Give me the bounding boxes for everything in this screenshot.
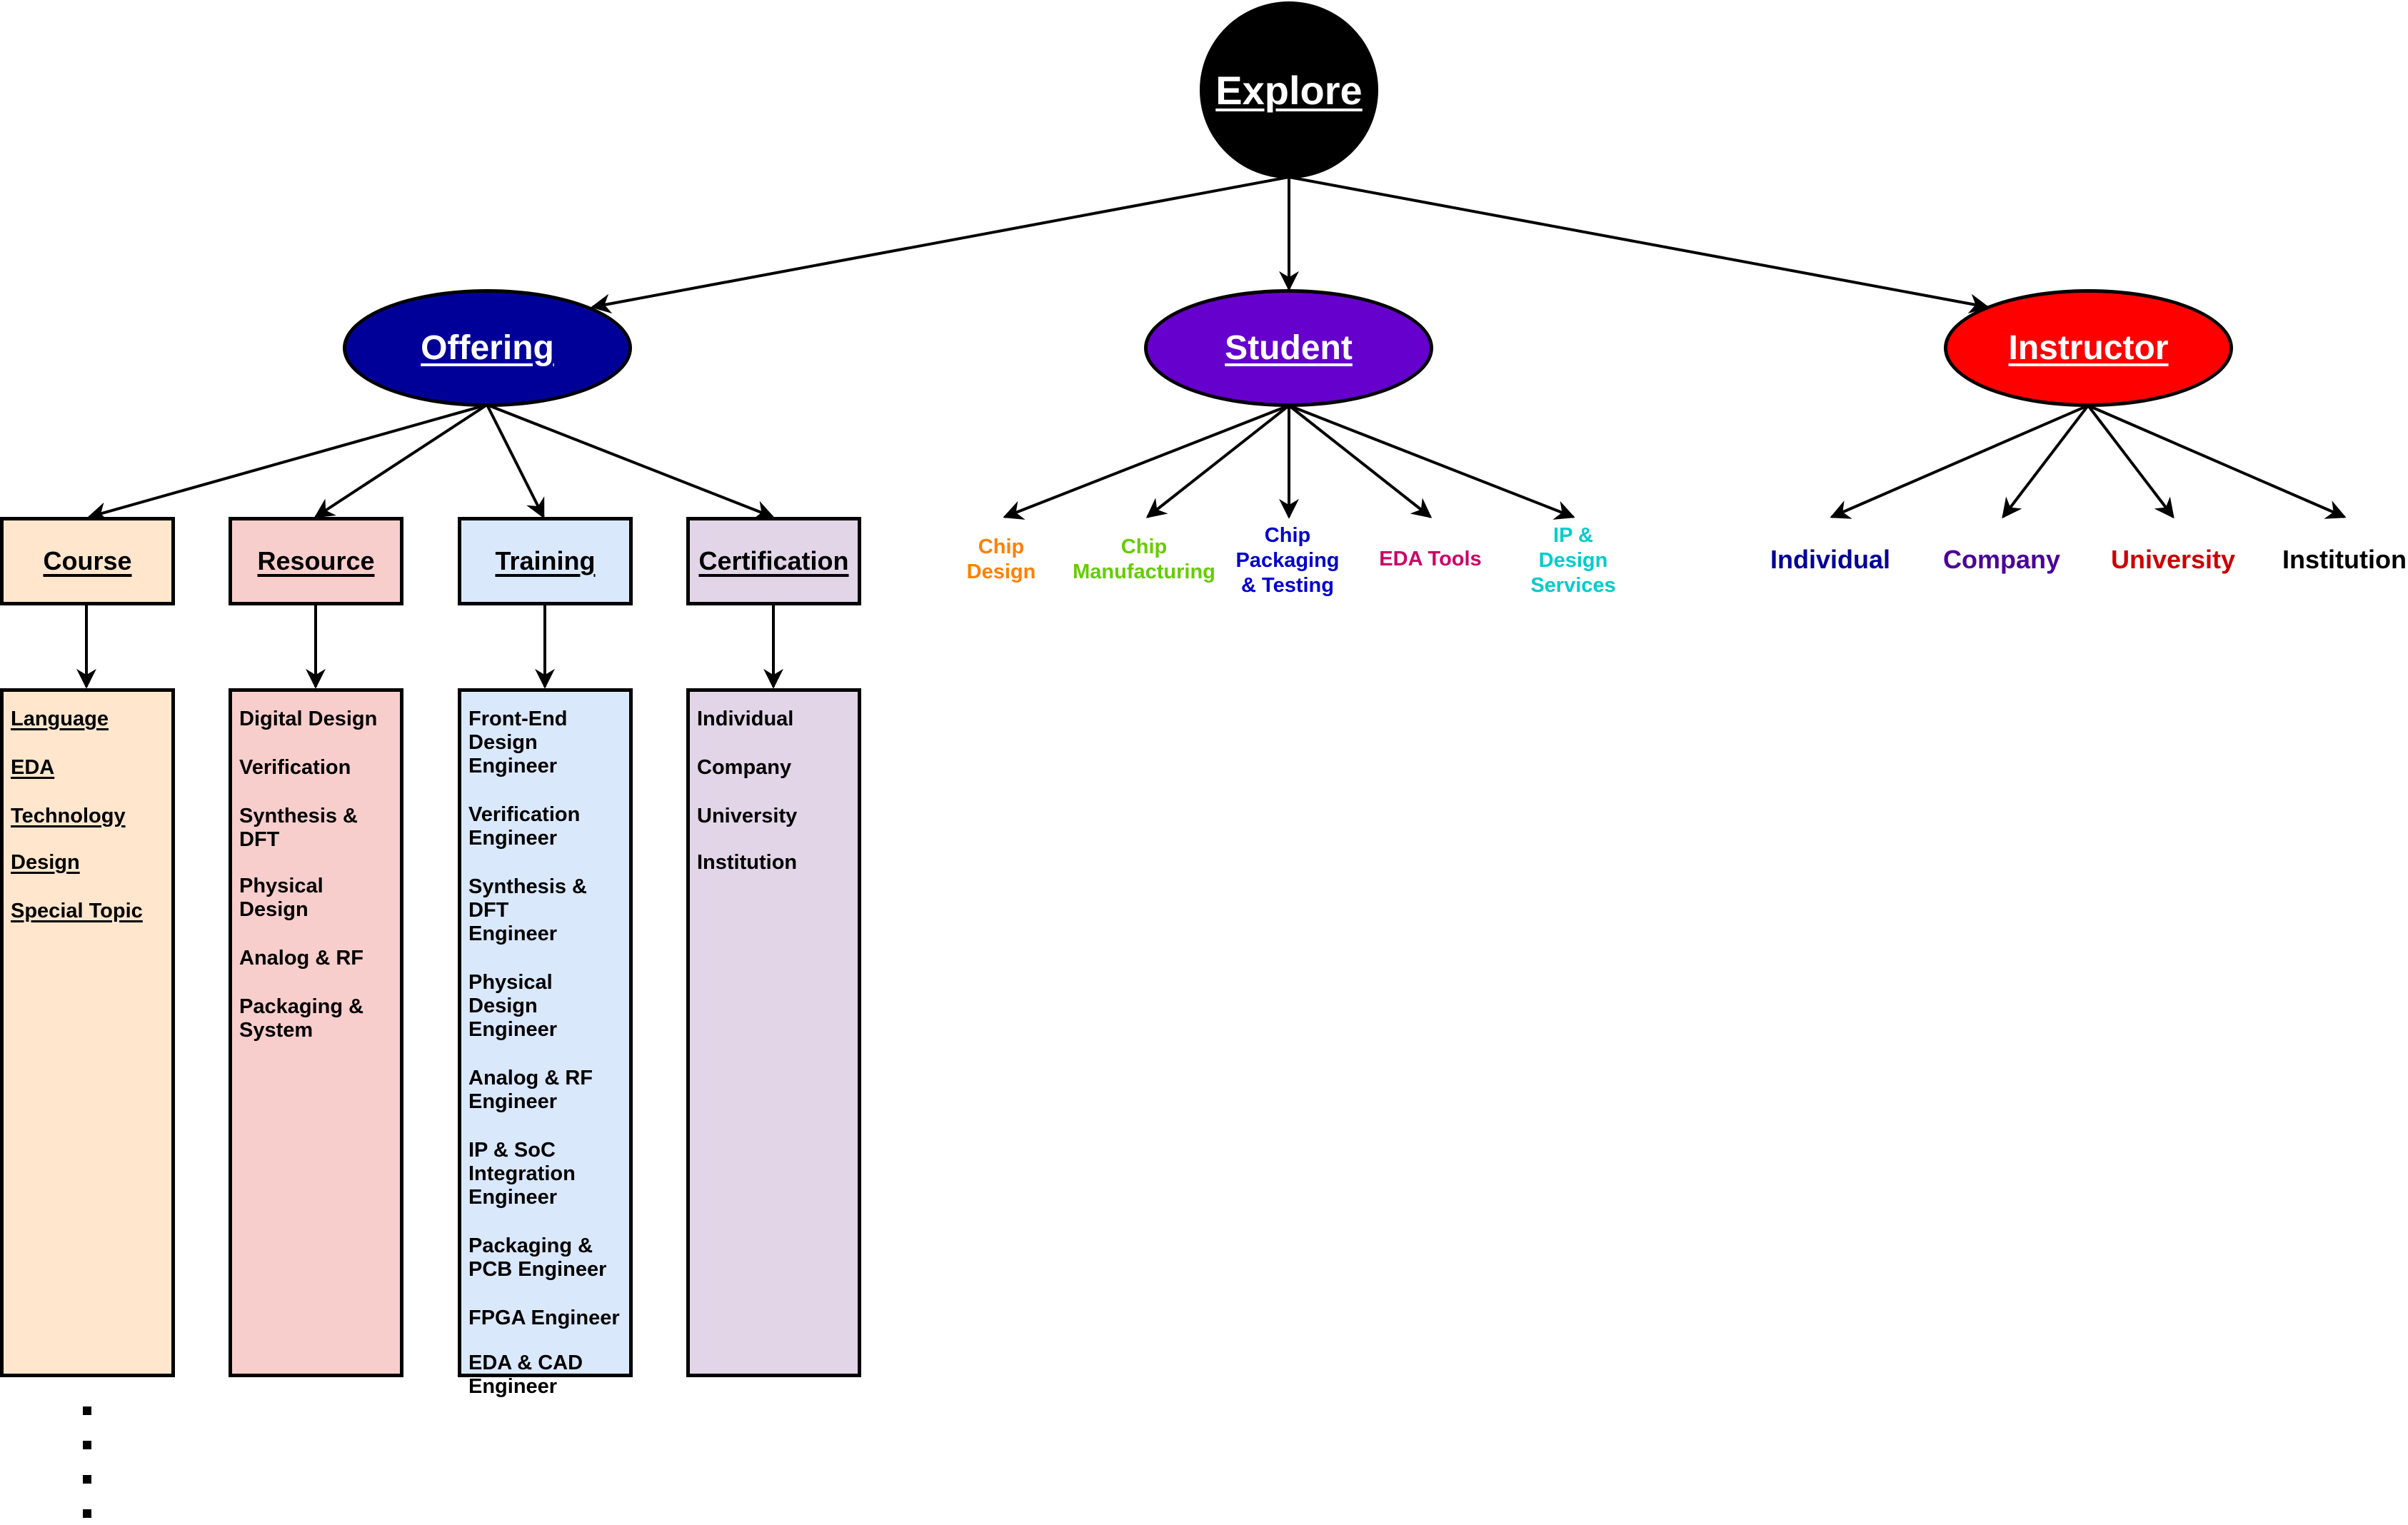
edge-instructor-company <box>2002 404 2090 519</box>
edge-instructor-institution <box>2087 404 2347 519</box>
training-label: Training <box>495 546 596 575</box>
training-item[interactable]: IP & SoC Integration Engineer <box>468 1139 576 1209</box>
resource-item[interactable]: Verification <box>239 756 351 779</box>
edge-offering-course <box>87 403 488 522</box>
certification-box[interactable]: Certification <box>686 517 861 605</box>
instructor-type-individual[interactable]: Individual <box>1770 545 1891 574</box>
explore-root-node[interactable]: Explore <box>1200 1 1378 178</box>
offering-label: Offering <box>421 329 554 367</box>
edge-offering-training <box>486 404 545 519</box>
instructor-node[interactable]: Instructor <box>1944 289 2233 407</box>
edge-student-eda-tools <box>1288 404 1433 518</box>
student-node[interactable]: Student <box>1144 289 1433 407</box>
course-item-design[interactable]: Design <box>11 851 80 874</box>
training-item[interactable]: Physical Design Engineer <box>468 971 558 1041</box>
resource-item[interactable]: Packaging & System <box>239 995 364 1042</box>
resource-label: Resource <box>257 546 375 575</box>
resource-box[interactable]: Resource <box>229 517 403 605</box>
edge-instructor-university <box>2087 404 2174 519</box>
student-topic-eda-tools[interactable]: EDA Tools <box>1379 548 1482 570</box>
student-topic-ip-design-services[interactable]: IP & Design Services <box>1530 524 1616 597</box>
training-item[interactable]: EDA & CAD Engineer <box>468 1352 583 1398</box>
course-list: Language EDA Technology Design Special T… <box>0 688 175 1377</box>
student-topic-chip-design[interactable]: Chip Design <box>966 535 1036 583</box>
edge-offering-resource <box>313 403 488 518</box>
certification-item[interactable]: University <box>697 805 798 827</box>
edge-explore-instructor <box>1288 176 1990 314</box>
student-topic-chip-packaging-testing[interactable]: Chip Packaging & Testing <box>1235 524 1340 597</box>
training-list: Front-End Design Engineer Verification E… <box>458 688 633 1398</box>
training-box[interactable]: Training <box>458 517 633 605</box>
training-item[interactable]: Synthesis & DFT Engineer <box>468 875 587 945</box>
certification-list: Individual Company University Institutio… <box>686 688 861 1377</box>
certification-label: Certification <box>698 546 849 575</box>
training-item[interactable]: Front-End Design Engineer <box>468 708 568 777</box>
resource-list: Digital Design Verification Synthesis & … <box>229 688 403 1377</box>
edge-student-chip-design <box>1003 404 1290 520</box>
training-item[interactable]: FPGA Engineer <box>468 1307 620 1329</box>
course-box[interactable]: Course <box>0 517 175 605</box>
training-item[interactable]: Analog & RF Engineer <box>468 1067 593 1113</box>
instructor-type-company[interactable]: Company <box>1942 545 2061 574</box>
course-item-technology[interactable]: Technology <box>11 805 126 827</box>
resource-item[interactable]: Analog & RF <box>239 947 363 970</box>
instructor-type-university[interactable]: University <box>2110 545 2236 574</box>
edge-explore-offering <box>591 176 1290 314</box>
resource-item[interactable]: Physical Design <box>239 875 323 921</box>
resource-item[interactable]: Synthesis & DFT <box>239 805 358 851</box>
course-item-eda[interactable]: EDA <box>11 756 55 779</box>
student-topic-chip-manufacturing[interactable]: Chip Manufacturing <box>1073 535 1215 583</box>
offering-node[interactable]: Offering <box>343 289 632 407</box>
explore-label: Explore <box>1215 67 1363 113</box>
edge-instructor-individual <box>1830 404 2089 519</box>
resource-item[interactable]: Digital Design <box>239 708 378 730</box>
certification-item[interactable]: Institution <box>697 851 798 874</box>
edge-offering-certification <box>486 403 775 520</box>
course-label: Course <box>43 546 132 575</box>
course-item-language[interactable]: Language <box>11 708 109 730</box>
course-item-special-topic[interactable]: Special Topic <box>11 900 143 922</box>
instructor-label: Instructor <box>2008 329 2169 367</box>
edge-student-ip-services <box>1288 404 1575 520</box>
edge-student-manufacturing <box>1145 404 1290 518</box>
student-label: Student <box>1225 329 1353 367</box>
training-item[interactable]: Verification Engineer <box>468 803 581 850</box>
certification-item[interactable]: Individual <box>697 708 794 730</box>
training-item[interactable]: Packaging & PCB Engineer <box>468 1234 607 1281</box>
certification-item[interactable]: Company <box>697 756 792 779</box>
instructor-type-institution[interactable]: Institution <box>2282 545 2407 574</box>
